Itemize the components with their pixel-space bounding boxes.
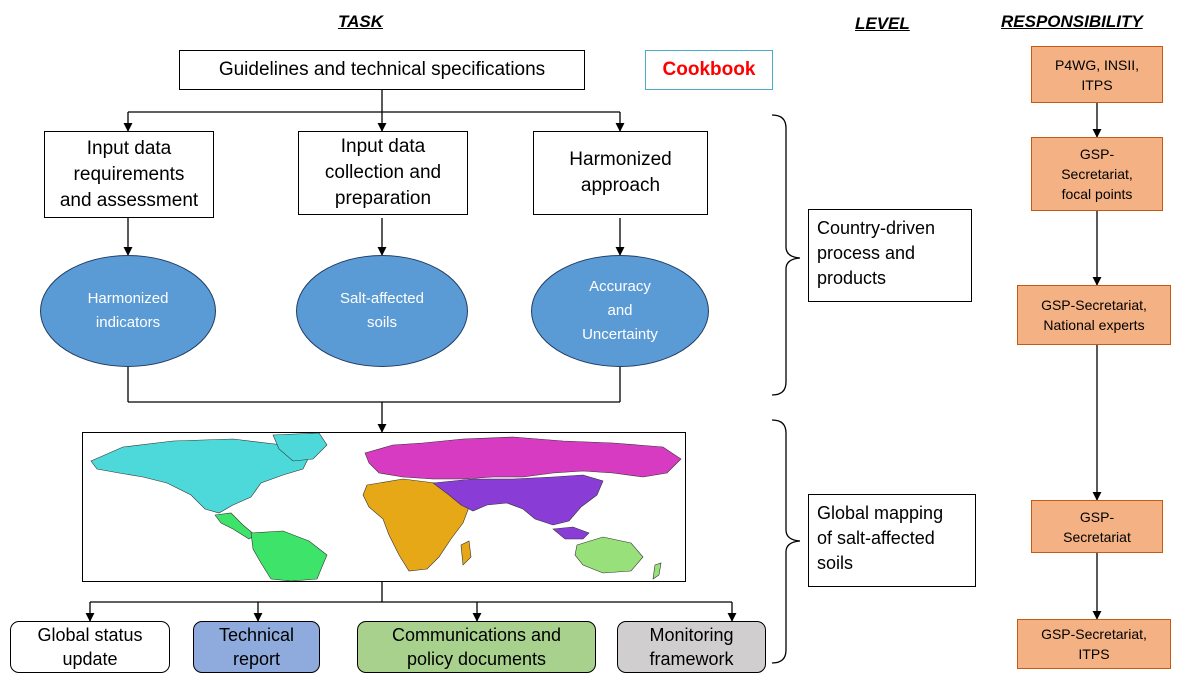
responsibility-secretariat: GSP- Secretariat (1031, 500, 1163, 553)
output-technical-report: Technical report (193, 621, 320, 673)
europe-russia-region (364, 436, 682, 480)
task-box-input-collection: Input data collection and preparation (298, 131, 468, 215)
cookbook-label: Cookbook (645, 50, 773, 90)
responsibility-p4wg: P4WG, INSII, ITPS (1031, 46, 1163, 103)
output-monitoring: Monitoring framework (617, 621, 766, 673)
responsibility-focal-points: GSP- Secretariat, focal points (1031, 137, 1163, 211)
task-box-input-requirements: Input data requirements and assessment (44, 131, 214, 218)
responsibility-header: RESPONSIBILITY (1001, 12, 1143, 31)
madagascar-region (460, 540, 472, 566)
greenland-region (272, 432, 328, 462)
output-communications: Communications and policy documents (357, 621, 596, 673)
new-zealand-region (652, 562, 662, 580)
bracket (771, 419, 801, 664)
oceania-region (574, 536, 644, 574)
product-salt-affected-soils: Salt-affected soils (296, 255, 468, 367)
level-header: LEVEL (855, 14, 910, 33)
output-global-status: Global status update (10, 621, 170, 673)
asia-region (432, 474, 604, 526)
responsibility-itps: GSP-Secretariat, ITPS (1017, 619, 1171, 669)
task-header: TASK (338, 12, 384, 31)
level-global-mapping: Global mapping of salt-affected soils (808, 494, 976, 587)
product-harmonized-indicators: Harmonized indicators (40, 255, 216, 367)
south-america-region (250, 530, 328, 582)
level-country-driven: Country-driven process and products (808, 209, 972, 302)
task-box-harmonized-approach: Harmonized approach (533, 131, 708, 215)
southeast-asia-region (552, 526, 590, 540)
responsibility-national-experts: GSP-Secretariat, National experts (1017, 285, 1171, 345)
bracket (771, 114, 801, 396)
central-america-region (214, 512, 256, 540)
world-map (82, 432, 686, 582)
north-america-region (90, 438, 312, 514)
product-accuracy-uncertainty: Accuracy and Uncertainty (531, 255, 709, 367)
world-map-icon (90, 432, 682, 582)
guidelines-box: Guidelines and technical specifications (179, 50, 585, 90)
